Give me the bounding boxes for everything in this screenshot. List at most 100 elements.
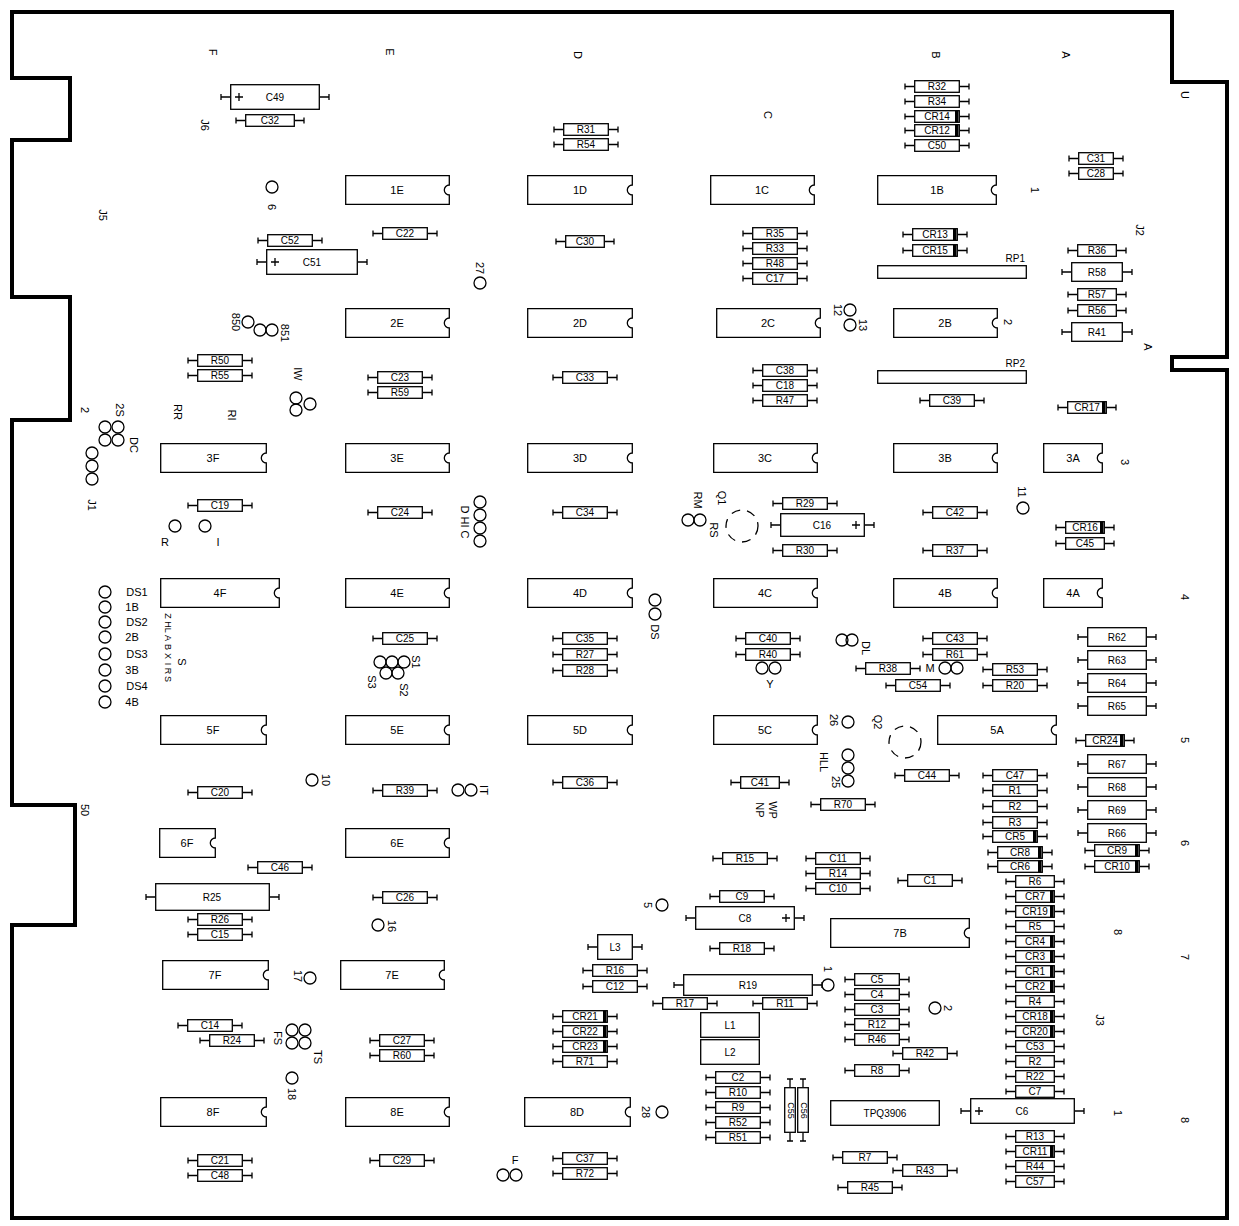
part-label: R11 bbox=[776, 998, 794, 1009]
body-outline bbox=[1016, 995, 1055, 1007]
silkscreen-label: 3B bbox=[125, 664, 138, 676]
component-outline: R10 bbox=[715, 1086, 761, 1099]
resistor-pack: RP2 bbox=[877, 370, 1027, 384]
part-label: 3B bbox=[938, 453, 951, 464]
body-outline bbox=[1072, 263, 1123, 282]
body-outline bbox=[701, 1040, 760, 1065]
body-outline bbox=[763, 364, 808, 376]
body-outline bbox=[1016, 1010, 1055, 1022]
component-outline: R56 bbox=[1077, 304, 1117, 317]
ic-outline bbox=[716, 309, 820, 338]
silkscreen-label: DC bbox=[128, 437, 140, 453]
ic-outline bbox=[713, 716, 817, 745]
part-label: C55 bbox=[785, 1102, 796, 1119]
body-outline bbox=[1088, 801, 1147, 820]
test-point bbox=[99, 648, 111, 660]
ic-package: 3A bbox=[1043, 443, 1103, 473]
part-label: C49 bbox=[266, 92, 284, 103]
component-outline: C30 bbox=[565, 235, 605, 248]
body-outline bbox=[741, 776, 780, 788]
silkscreen-label: 1 bbox=[822, 966, 834, 972]
outline bbox=[877, 370, 1027, 384]
component-outline: R48 bbox=[752, 257, 798, 270]
body-outline bbox=[1078, 244, 1117, 256]
body-outline bbox=[783, 497, 828, 509]
component-outline: TPQ3906 bbox=[830, 1100, 940, 1126]
part-label: 2E bbox=[390, 318, 403, 329]
part-label: R58 bbox=[1088, 267, 1106, 278]
body-outline bbox=[1016, 1145, 1055, 1157]
part-label: R69 bbox=[1108, 805, 1126, 816]
silkscreen-label: Z bbox=[163, 613, 173, 619]
body-outline bbox=[866, 662, 911, 674]
test-point bbox=[266, 181, 278, 193]
body-outline bbox=[855, 1064, 900, 1076]
part-label: CR23 bbox=[572, 1041, 598, 1052]
cathode-band bbox=[603, 1010, 607, 1022]
body-outline bbox=[1016, 935, 1055, 947]
part-label: C18 bbox=[776, 380, 794, 391]
body-outline bbox=[720, 890, 765, 902]
silkscreen-label: 12 bbox=[832, 304, 844, 316]
body-outline bbox=[716, 1131, 761, 1143]
body-outline bbox=[855, 973, 900, 985]
test-point bbox=[398, 656, 410, 668]
body-outline bbox=[1095, 844, 1140, 856]
part-label: R30 bbox=[796, 545, 814, 556]
component-outline: C19 bbox=[197, 499, 243, 512]
body-outline bbox=[998, 860, 1043, 872]
part-label: CR9 bbox=[1107, 845, 1127, 856]
body-outline bbox=[1016, 890, 1055, 902]
test-point bbox=[304, 398, 316, 410]
component-outline: C32 bbox=[245, 114, 295, 127]
test-point bbox=[1017, 502, 1029, 514]
body-outline bbox=[878, 371, 1027, 384]
body-outline bbox=[593, 964, 638, 976]
body-outline bbox=[831, 1101, 940, 1126]
cathode-band bbox=[955, 110, 959, 122]
test-point bbox=[842, 762, 854, 774]
part-label: 8D bbox=[570, 1107, 584, 1118]
ic-package: 5A bbox=[937, 715, 1057, 745]
ic-outline bbox=[938, 716, 1057, 745]
diode-outline: CR7 bbox=[1015, 890, 1055, 903]
test-point bbox=[392, 667, 404, 679]
body-outline bbox=[563, 1167, 608, 1179]
body-outline bbox=[763, 394, 808, 406]
body-outline bbox=[198, 928, 243, 940]
body-outline bbox=[855, 1018, 900, 1030]
ic-package: 1D bbox=[527, 175, 633, 205]
test-point bbox=[99, 601, 111, 613]
part-label: CR15 bbox=[922, 245, 948, 256]
diode-outline: CR13 bbox=[912, 228, 958, 241]
diode-outline: CR1 bbox=[1015, 965, 1055, 978]
body-outline bbox=[821, 798, 866, 810]
silkscreen-label: J5 bbox=[97, 209, 109, 221]
component-outline: C25 bbox=[382, 632, 428, 645]
body-outline bbox=[716, 1101, 761, 1113]
part-label: R18 bbox=[733, 943, 751, 954]
body-outline bbox=[903, 1164, 948, 1176]
body-outline bbox=[843, 1151, 888, 1163]
component-outline: C29 bbox=[379, 1154, 425, 1167]
diode-outline: CR9 bbox=[1094, 844, 1140, 857]
part-label: 3D bbox=[573, 453, 587, 464]
component-outline: R17 bbox=[662, 997, 708, 1010]
component-outline: C46 bbox=[257, 861, 303, 874]
test-point bbox=[465, 784, 477, 796]
part-label: R31 bbox=[577, 124, 595, 135]
part-label: R61 bbox=[946, 649, 964, 660]
test-point bbox=[169, 520, 181, 532]
test-point bbox=[242, 316, 254, 328]
test-point bbox=[682, 514, 694, 526]
body-outline bbox=[753, 227, 798, 239]
part-label: R6 bbox=[1029, 876, 1042, 887]
cathode-band bbox=[1050, 890, 1054, 902]
part-label: R1 bbox=[1009, 785, 1022, 796]
body-outline bbox=[1095, 860, 1140, 872]
diode-outline: CR19 bbox=[1015, 905, 1055, 918]
body-outline bbox=[563, 664, 608, 676]
test-point bbox=[290, 392, 302, 404]
component-outline: C45 bbox=[1065, 537, 1105, 550]
silkscreen-label: 7 bbox=[1179, 954, 1191, 960]
